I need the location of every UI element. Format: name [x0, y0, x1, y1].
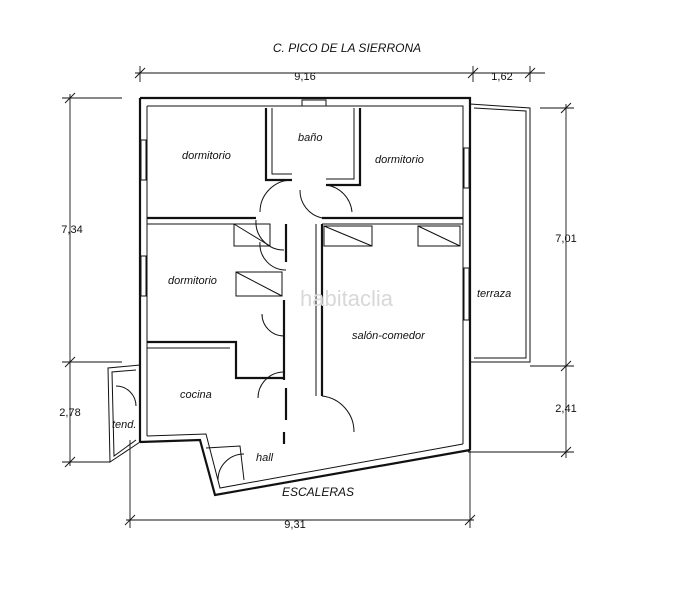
dimension-right-lower: 2,41: [555, 403, 576, 415]
street-label: C. PICO DE LA SIERRONA: [273, 41, 421, 55]
laundry-area: [107, 364, 141, 463]
top-dimension: 9,16 1,62: [134, 66, 545, 83]
right-dimension: 7,01 2,41: [468, 102, 577, 458]
dimension-bottom-width: 9,31: [284, 519, 305, 531]
room-label-hall: hall: [256, 452, 274, 464]
dimension-left-lower: 2,78: [59, 407, 80, 419]
room-label-living: salón-comedor: [352, 330, 426, 342]
terrace: [469, 103, 531, 363]
stairs-label: ESCALERAS: [282, 485, 354, 499]
watermark: habitaclia: [300, 286, 394, 311]
room-label-bedroom-ne: dormitorio: [375, 154, 424, 166]
outer-walls: [138, 96, 472, 497]
left-dimension: 7,34 2,78: [59, 92, 122, 468]
room-label-terrace: terraza: [477, 288, 511, 300]
room-label-kitchen: cocina: [180, 389, 212, 401]
bottom-dimension: 9,31: [124, 440, 476, 531]
room-label-laundry: tend.: [112, 419, 136, 431]
room-label-bedroom-w: dormitorio: [168, 275, 217, 287]
dimension-left-height: 7,34: [61, 224, 82, 236]
room-label-bedroom-nw: dormitorio: [182, 150, 231, 162]
dimension-right-height: 7,01: [555, 233, 576, 245]
dimension-terrace-width: 1,62: [491, 71, 512, 83]
interior-walls: [115, 108, 470, 481]
dimension-top-width: 9,16: [294, 71, 315, 83]
room-label-bathroom: baño: [298, 132, 322, 144]
